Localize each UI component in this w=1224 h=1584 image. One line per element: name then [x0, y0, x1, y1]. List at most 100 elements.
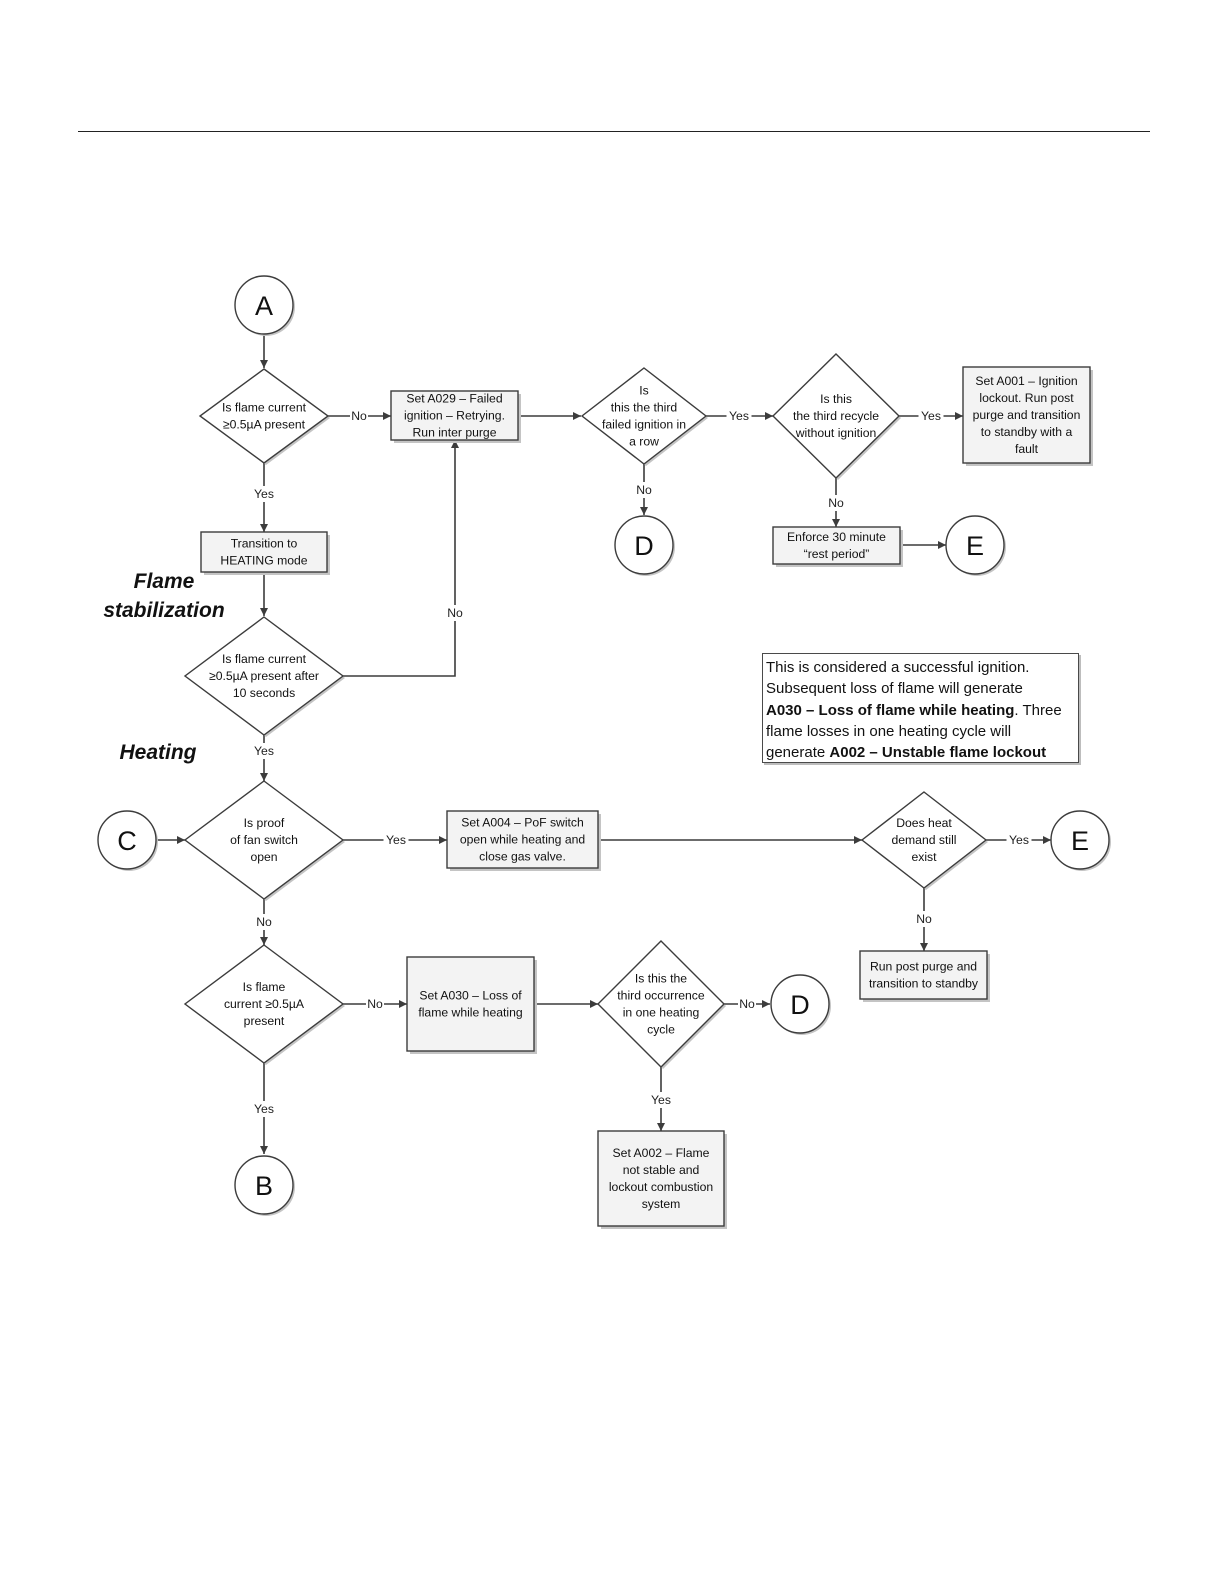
label-third-occurrence-no-bg	[738, 996, 756, 1012]
label-heat-demand-yes: Yes	[1006, 832, 1032, 848]
label-third-occurrence-yes: Yes	[648, 1092, 674, 1108]
label-third-failed-no: No	[635, 482, 653, 498]
label-flame-heating-no-bg	[366, 996, 384, 1012]
decision-third-recycle-line: the third recycle	[793, 409, 879, 423]
label-q1-yes: Yes	[251, 486, 277, 502]
process-enforce-rest-period: Enforce 30 minute “rest period”	[772, 526, 903, 567]
connector-e-lower-label: E	[1071, 826, 1089, 856]
decision-flame-current-after-10s-line: Is flame current	[222, 652, 307, 666]
label-third-occurrence-no: No	[738, 996, 756, 1012]
process-run-post-purge: Run post purge and transition to standby	[859, 950, 990, 1002]
decision-third-occurrence-line: Is this the	[635, 972, 687, 986]
process-set-a030-line: flame while heating	[418, 1006, 522, 1020]
connector-d-upper: D	[614, 515, 675, 576]
decision-flame-current-after-10s-line: 10 seconds	[233, 686, 295, 700]
decision-third-occurrence-shape	[597, 940, 725, 1068]
process-set-a029-line: Set A029 – Failed	[406, 392, 502, 406]
process-transition-heating-line: HEATING mode	[220, 554, 307, 568]
process-set-a001-shape	[962, 366, 1091, 464]
successful-ignition-note: This is considered a successful ignition…	[762, 653, 1079, 763]
process-set-a004-line: Set A004 – PoF switch	[461, 816, 584, 830]
process-run-post-purge-line: Run post purge and	[870, 960, 977, 974]
connector-d-upper-shape	[614, 515, 674, 575]
process-enforce-rest-period-line: Enforce 30 minute	[787, 530, 886, 544]
label-heat-demand-no-bg	[915, 911, 933, 927]
section-title-flame-stabilization: Flame stabilization	[90, 567, 238, 625]
process-enforce-rest-period-line: “rest period”	[804, 547, 870, 561]
process-enforce-rest-period-shape	[772, 526, 901, 565]
label-q1-no: No	[350, 408, 368, 424]
label-q2-yes: Yes	[251, 743, 277, 759]
connector-d-upper-label: D	[634, 531, 654, 561]
process-set-a029-line: ignition – Retrying.	[404, 409, 505, 423]
label-third-occurrence-no-text: No	[739, 997, 755, 1011]
connector-e-upper-label: E	[966, 531, 984, 561]
decision-third-occurrence-line: cycle	[647, 1023, 675, 1037]
connector-e-upper-shape	[945, 515, 1005, 575]
decision-flame-current-initial-line: Is flame current	[222, 401, 307, 415]
process-set-a030-shape	[406, 956, 535, 1052]
label-q1-no-bg	[350, 408, 368, 424]
label-proof-fan-no-text: No	[256, 915, 272, 929]
label-recycle-no: No	[827, 495, 845, 511]
decision-flame-current-initial: Is flame current≥0.5µA present	[198, 368, 330, 465]
process-transition-heating-line: Transition to	[231, 537, 298, 551]
label-proof-fan-no: No	[255, 914, 273, 930]
connector-d-lower-shape	[770, 974, 830, 1034]
label-third-occurrence-yes-bg	[648, 1092, 674, 1108]
label-heat-demand-no-text: No	[916, 912, 932, 926]
label-q1-yes-bg	[251, 486, 277, 502]
label-flame-heating-no-text: No	[367, 997, 383, 1011]
label-third-failed-no-bg	[635, 482, 653, 498]
decision-flame-current-heating-line: current ≥0.5µA	[224, 997, 305, 1011]
process-set-a002-line: system	[642, 1197, 681, 1211]
note-bold-code: A002 – Unstable flame lockout	[829, 744, 1047, 762]
connector-c-shape	[97, 810, 157, 870]
process-set-a002-shape	[597, 1130, 725, 1227]
process-set-a001-line: fault	[1015, 442, 1039, 456]
label-q2-no-bg	[446, 605, 464, 621]
label-heat-demand-yes-bg	[1006, 832, 1032, 848]
process-transition-heating-shape	[200, 531, 328, 573]
process-transition-heating: Transition to HEATING mode	[200, 531, 330, 575]
process-set-a030-line: Set A030 – Loss of	[419, 989, 522, 1003]
decision-third-recycle-line: without ignition	[795, 426, 877, 440]
connector-a: A	[234, 275, 295, 336]
section-title-heating: Heating	[119, 741, 197, 764]
connector-c: C	[97, 810, 158, 871]
process-set-a004-shape	[446, 810, 599, 869]
decision-heat-demand-line: Does heat	[896, 816, 952, 830]
decision-third-failed-ignition-line: Is	[639, 384, 648, 398]
decision-proof-of-fan-switch-line: open	[250, 850, 277, 864]
label-flame-heating-yes-text: Yes	[254, 1102, 274, 1116]
label-recycle-no-bg	[827, 495, 845, 511]
label-heat-demand-yes-text: Yes	[1009, 833, 1029, 847]
process-set-a004-line: open while heating and	[460, 833, 585, 847]
decision-flame-current-heating-line: Is flame	[243, 980, 286, 994]
connector-d-lower-label: D	[790, 990, 810, 1020]
process-set-a004: Set A004 – PoF switch open while heating …	[446, 810, 601, 871]
decision-third-failed-ignition-line: failed ignition in	[602, 418, 686, 432]
connector-a-shape	[234, 275, 294, 335]
process-set-a029-shape	[390, 390, 519, 441]
process-set-a002-line: Set A002 – Flame	[613, 1146, 710, 1160]
label-proof-fan-yes-text: Yes	[386, 833, 406, 847]
connector-e-lower-shape	[1050, 810, 1110, 870]
process-run-post-purge-line: transition to standby	[869, 977, 979, 991]
label-flame-heating-no: No	[366, 996, 384, 1012]
note-line: Subsequent loss of flame will generate	[766, 680, 1023, 698]
connector-b-label: B	[255, 1171, 273, 1201]
connector-a-label: A	[255, 291, 273, 321]
label-proof-fan-no-bg	[255, 914, 273, 930]
decision-flame-current-after-10s-shape	[183, 616, 345, 736]
header-rule	[78, 131, 1150, 132]
section-title-line: Flame	[133, 570, 195, 593]
label-third-occurrence-yes-text: Yes	[651, 1093, 671, 1107]
